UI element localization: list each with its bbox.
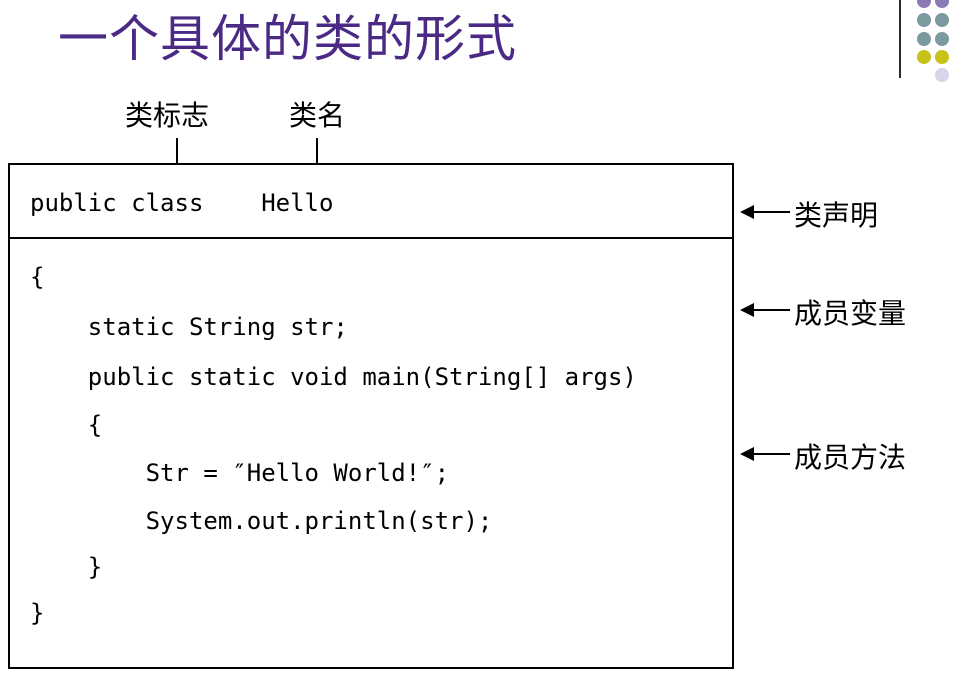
- code-line: Str = ″Hello World!″;: [30, 459, 450, 487]
- tick-class-name: [316, 138, 318, 164]
- label-member-variables: 成员变量: [794, 297, 907, 330]
- code-declaration: public class Hello: [30, 189, 334, 217]
- decorative-divider: [899, 0, 901, 78]
- deco-dot-8: [935, 50, 949, 64]
- deco-dot-6: [935, 32, 949, 46]
- label-class-name: 类名: [289, 99, 346, 132]
- code-line: {: [30, 411, 103, 439]
- class-declaration-section: public class Hello: [10, 165, 732, 239]
- deco-dot-2: [935, 0, 949, 8]
- deco-dot-4: [935, 13, 949, 27]
- deco-dot-9: [935, 68, 949, 82]
- code-line: static String str;: [30, 313, 348, 341]
- deco-dot-5: [917, 32, 931, 46]
- label-class-declaration: 类声明: [794, 199, 879, 232]
- code-line: public static void main(String[] args): [30, 363, 637, 391]
- deco-dot-1: [917, 0, 931, 8]
- class-box: public class Hello { static String str; …: [8, 163, 734, 669]
- decorative-dots: [893, 0, 957, 82]
- code-line: {: [30, 263, 45, 291]
- slide-title: 一个具体的类的形式: [58, 10, 517, 68]
- code-line: System.out.println(str);: [30, 507, 493, 535]
- code-line: }: [30, 599, 45, 627]
- label-member-methods: 成员方法: [794, 441, 907, 474]
- label-class-marker: 类标志: [125, 99, 210, 132]
- deco-dot-7: [917, 50, 931, 64]
- deco-dot-3: [917, 13, 931, 27]
- code-line: }: [30, 553, 103, 581]
- tick-class-marker: [176, 138, 178, 164]
